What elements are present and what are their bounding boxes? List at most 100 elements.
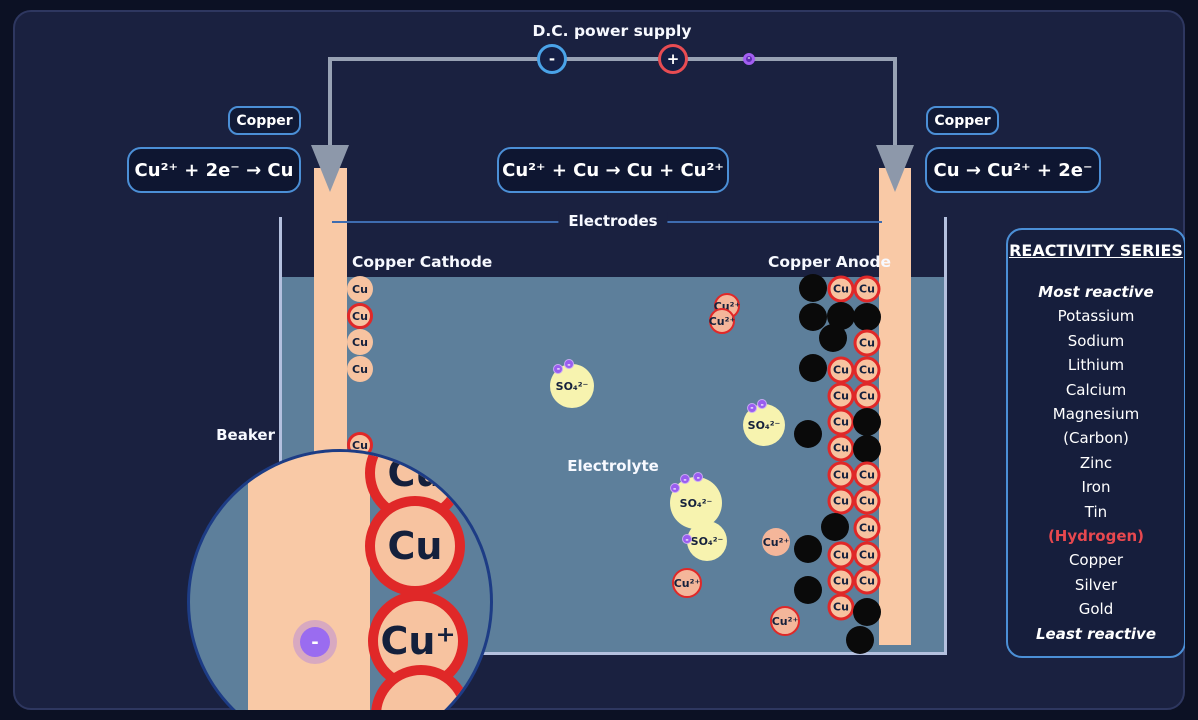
reactivity-item: Iron <box>1081 478 1111 497</box>
reactivity-item: (Carbon) <box>1063 429 1129 448</box>
magnified-cu-atom-mid: Cu <box>365 496 465 596</box>
reactivity-item: Magnesium <box>1052 405 1140 424</box>
reactivity-item: Copper <box>1068 551 1124 570</box>
positive-terminal: + <box>658 44 688 74</box>
reactivity-item: Gold <box>1078 600 1114 619</box>
anode-equation-box: Cu → Cu²⁺ + 2e⁻ <box>925 147 1101 193</box>
cathode-equation: Cu²⁺ + 2e⁻ → Cu <box>134 159 294 181</box>
anode-cu-atom: Cu <box>853 275 881 303</box>
anode-cu-atom: Cu <box>853 514 881 542</box>
current-arrow-right-icon <box>876 145 914 192</box>
reactivity-item: Potassium <box>1057 307 1135 326</box>
magnified-cu-top-label: Cu <box>387 451 443 495</box>
circuit-wire-horizontal <box>328 57 897 61</box>
cathode-cu-deposit: Cu <box>347 356 373 382</box>
anode-cu-atom: Cu <box>853 382 881 410</box>
copper-label-right: Copper <box>926 106 999 135</box>
frame-left <box>0 0 13 720</box>
cathode-cu-deposit: Cu <box>347 303 373 329</box>
anode-impurity-particle <box>799 274 827 302</box>
electron-dot-icon: - <box>746 402 757 413</box>
anode-impurity-particle <box>853 435 881 463</box>
magnified-cathode-bar <box>248 452 370 720</box>
anode-cu-atom: Cu <box>827 541 855 569</box>
cathode-equation-box: Cu²⁺ + 2e⁻ → Cu <box>127 147 301 193</box>
anode-impurity-particle <box>853 303 881 331</box>
overall-equation-box: Cu²⁺ + Cu → Cu + Cu²⁺ <box>497 147 729 193</box>
anode-cu-atom: Cu <box>853 567 881 595</box>
anode-impurity-particle <box>794 420 822 448</box>
circuit-wire-right <box>893 57 897 149</box>
reactivity-item: Most reactive <box>1038 283 1154 301</box>
frame-right <box>1185 0 1198 720</box>
reactivity-item: Calcium <box>1065 380 1127 399</box>
anode-equation: Cu → Cu²⁺ + 2e⁻ <box>933 159 1093 181</box>
copper-ion: Cu²⁺ <box>709 308 735 334</box>
minus-sign: - <box>548 50 556 68</box>
electron-dot-icon: - <box>757 399 768 410</box>
negative-terminal: - <box>537 44 567 74</box>
electron-dot-icon: - <box>693 472 704 483</box>
electron-dot-icon: - <box>553 363 564 374</box>
anode-cu-atom: Cu <box>827 461 855 489</box>
anode-cu-atom: Cu <box>853 541 881 569</box>
anode-impurity-particle <box>853 408 881 436</box>
reactivity-series-title: REACTIVITY SERIES <box>1009 241 1183 260</box>
copper-ion: Cu²⁺ <box>770 606 800 636</box>
anode-impurity-particle <box>819 324 847 352</box>
anode-impurity-particle <box>794 535 822 563</box>
reactivity-item: (Hydrogen) <box>1047 527 1145 546</box>
copper-label-right-text: Copper <box>934 112 991 129</box>
reactivity-item: Silver <box>1074 575 1118 594</box>
electrodes-label: Electrodes <box>558 212 668 230</box>
anode-cu-atom: Cu <box>853 461 881 489</box>
sulfate-ion: SO₄²⁻ <box>550 364 594 408</box>
copper-label-left-text: Copper <box>236 112 293 129</box>
anode-impurity-particle <box>799 354 827 382</box>
copper-ion: Cu²⁺ <box>672 568 702 598</box>
electron-dot-icon: - <box>669 483 680 494</box>
magnified-electron-icon: - <box>300 627 330 657</box>
cathode-cu-deposit: Cu <box>347 276 373 302</box>
anode-impurity-particle <box>794 576 822 604</box>
plus-sign: + <box>666 50 680 68</box>
electron-dot-icon: - <box>680 474 690 485</box>
anode-impurity-particle <box>846 626 874 654</box>
frame-bottom <box>0 710 1198 720</box>
reactivity-item: Sodium <box>1067 331 1125 350</box>
reactivity-item: Lithium <box>1067 356 1125 375</box>
beaker-label: Beaker <box>216 426 275 444</box>
anode-cu-atom: Cu <box>827 434 855 462</box>
magnified-cu-mid-label: Cu <box>387 524 443 568</box>
anode-cu-atom: Cu <box>827 567 855 595</box>
electron-dot-icon: - <box>563 359 574 370</box>
cathode-label: Copper Cathode <box>352 253 493 271</box>
current-arrow-left-icon <box>311 145 349 192</box>
anode-cu-atom: Cu <box>853 356 881 384</box>
reactivity-item: Zinc <box>1079 453 1113 472</box>
overall-equation: Cu²⁺ + Cu → Cu + Cu²⁺ <box>502 159 724 181</box>
circuit-wire-left <box>328 57 332 149</box>
anode-label: Copper Anode <box>768 253 892 271</box>
anode-cu-atom: Cu <box>827 487 855 515</box>
anode-bar <box>879 168 911 645</box>
magnified-cu-plus-label: Cu⁺ <box>380 619 456 663</box>
frame-top <box>0 0 1198 10</box>
copper-label-left: Copper <box>228 106 301 135</box>
anode-impurity-particle <box>821 513 849 541</box>
cathode-cu-deposit: Cu <box>347 329 373 355</box>
anode-cu-atom: Cu <box>827 593 855 621</box>
electrolyte-label: Electrolyte <box>567 457 659 475</box>
anode-cu-atom: Cu <box>853 329 881 357</box>
anode-cu-atom: Cu <box>827 408 855 436</box>
anode-cu-atom: Cu <box>827 382 855 410</box>
power-supply-title: D.C. power supply <box>532 22 692 40</box>
reactivity-item: Least reactive <box>1035 624 1157 643</box>
anode-impurity-particle <box>853 598 881 626</box>
anode-cu-atom: Cu <box>827 275 855 303</box>
anode-cu-atom: Cu <box>853 487 881 515</box>
beaker-glass <box>279 217 947 655</box>
